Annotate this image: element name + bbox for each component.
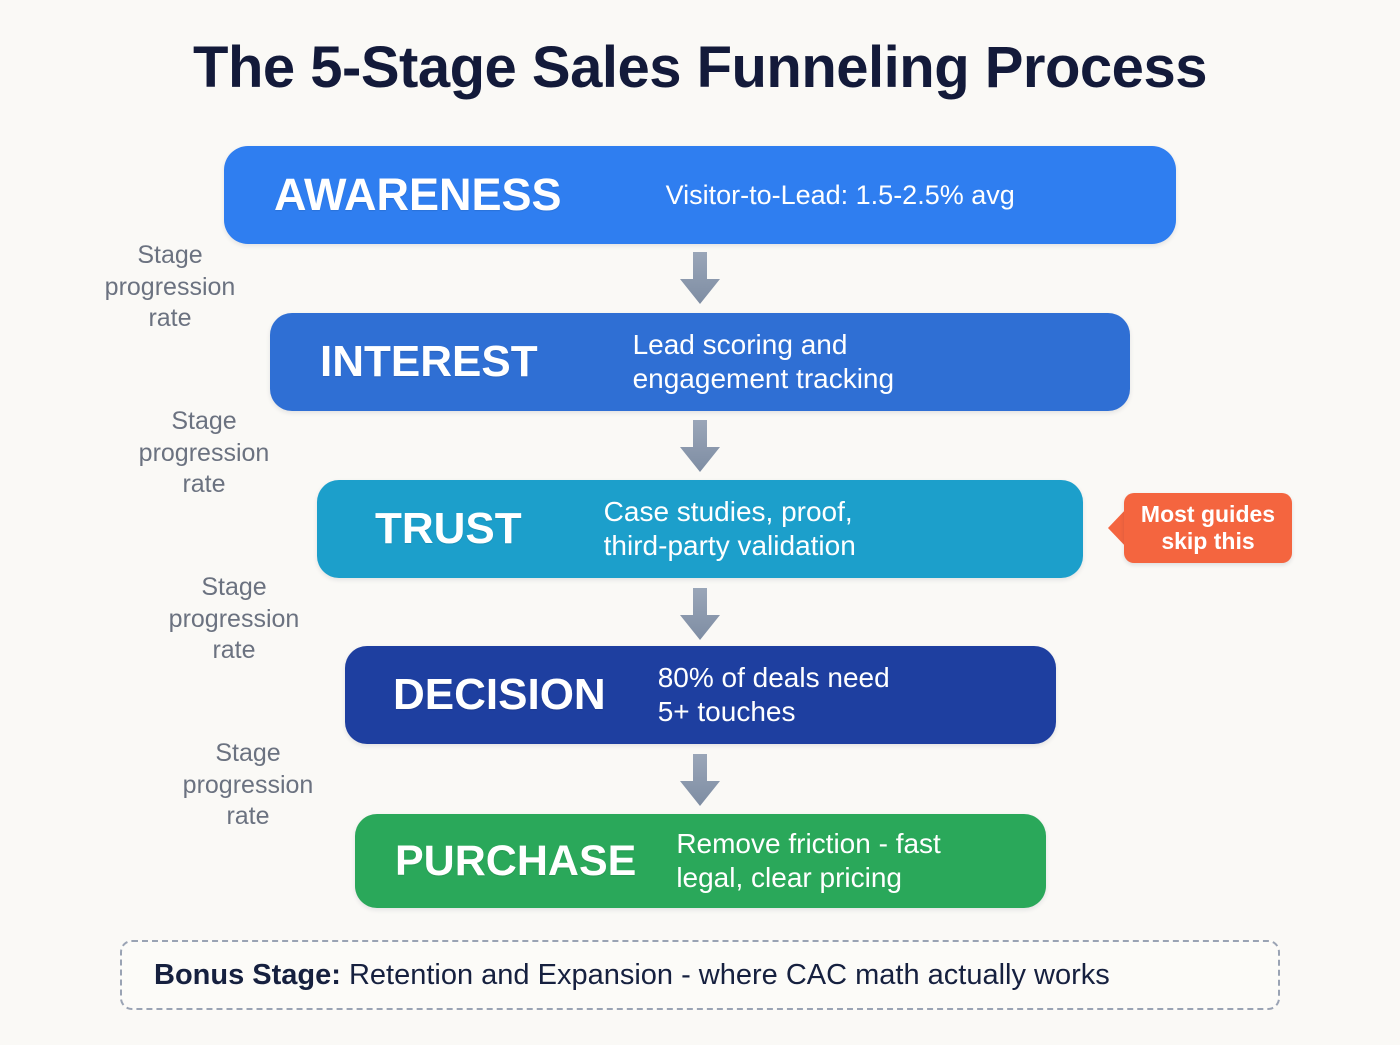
callout-most-guides-skip-this[interactable]: Most guides skip this bbox=[1108, 493, 1292, 563]
stage-detail-purchase: Remove friction - fast legal, clear pric… bbox=[676, 827, 941, 893]
progression-rate-label-2: Stage progression rate bbox=[138, 407, 270, 498]
callout-text: Most guides skip this bbox=[1140, 500, 1276, 554]
stage-detail-awareness: Visitor-to-Lead: 1.5-2.5% avg bbox=[665, 179, 1015, 210]
bonus-stage-body: Retention and Expansion - where CAC math… bbox=[340, 958, 1110, 991]
callout-arrow-icon bbox=[1108, 507, 1128, 549]
stage-label-trust: TRUST bbox=[375, 504, 522, 553]
bonus-stage-prefix: Bonus Stage: bbox=[154, 958, 341, 991]
funnel-stage-purchase[interactable]: PURCHASE Remove friction - fast legal, c… bbox=[355, 814, 1046, 908]
progression-rate-label-1: Stage progression rate bbox=[104, 241, 236, 332]
stage-detail-interest: Lead scoring and engagement tracking bbox=[632, 328, 895, 394]
funnel-stage-decision[interactable]: DECISION 80% of deals need 5+ touches bbox=[345, 646, 1056, 744]
stage-label-decision: DECISION bbox=[393, 670, 606, 719]
arrow-down-icon bbox=[678, 588, 722, 640]
arrow-down-icon bbox=[678, 252, 722, 304]
progression-rate-label-4: Stage progression rate bbox=[182, 739, 314, 830]
arrow-down-icon bbox=[678, 754, 722, 806]
stage-detail-decision: 80% of deals need 5+ touches bbox=[657, 661, 890, 727]
stage-label-purchase: PURCHASE bbox=[395, 836, 637, 885]
callout-box: Most guides skip this bbox=[1124, 493, 1292, 563]
stage-label-interest: INTEREST bbox=[320, 337, 538, 386]
stage-label-awareness: AWARENESS bbox=[274, 169, 562, 220]
page-title: The 5-Stage Sales Funneling Process bbox=[193, 35, 1207, 100]
progression-rate-label-3: Stage progression rate bbox=[168, 573, 300, 664]
funnel-stage-trust[interactable]: TRUST Case studies, proof, third-party v… bbox=[317, 480, 1083, 578]
funnel-stage-interest[interactable]: INTEREST Lead scoring and engagement tra… bbox=[270, 313, 1130, 411]
bonus-stage-text: Bonus Stage: Retention and Expansion - w… bbox=[154, 959, 1110, 992]
stage-detail-trust: Case studies, proof, third-party validat… bbox=[603, 495, 856, 561]
arrow-down-icon bbox=[678, 420, 722, 472]
funnel-stage-awareness[interactable]: AWARENESS Visitor-to-Lead: 1.5-2.5% avg bbox=[224, 146, 1176, 244]
bonus-stage-box: Bonus Stage: Retention and Expansion - w… bbox=[120, 940, 1280, 1010]
